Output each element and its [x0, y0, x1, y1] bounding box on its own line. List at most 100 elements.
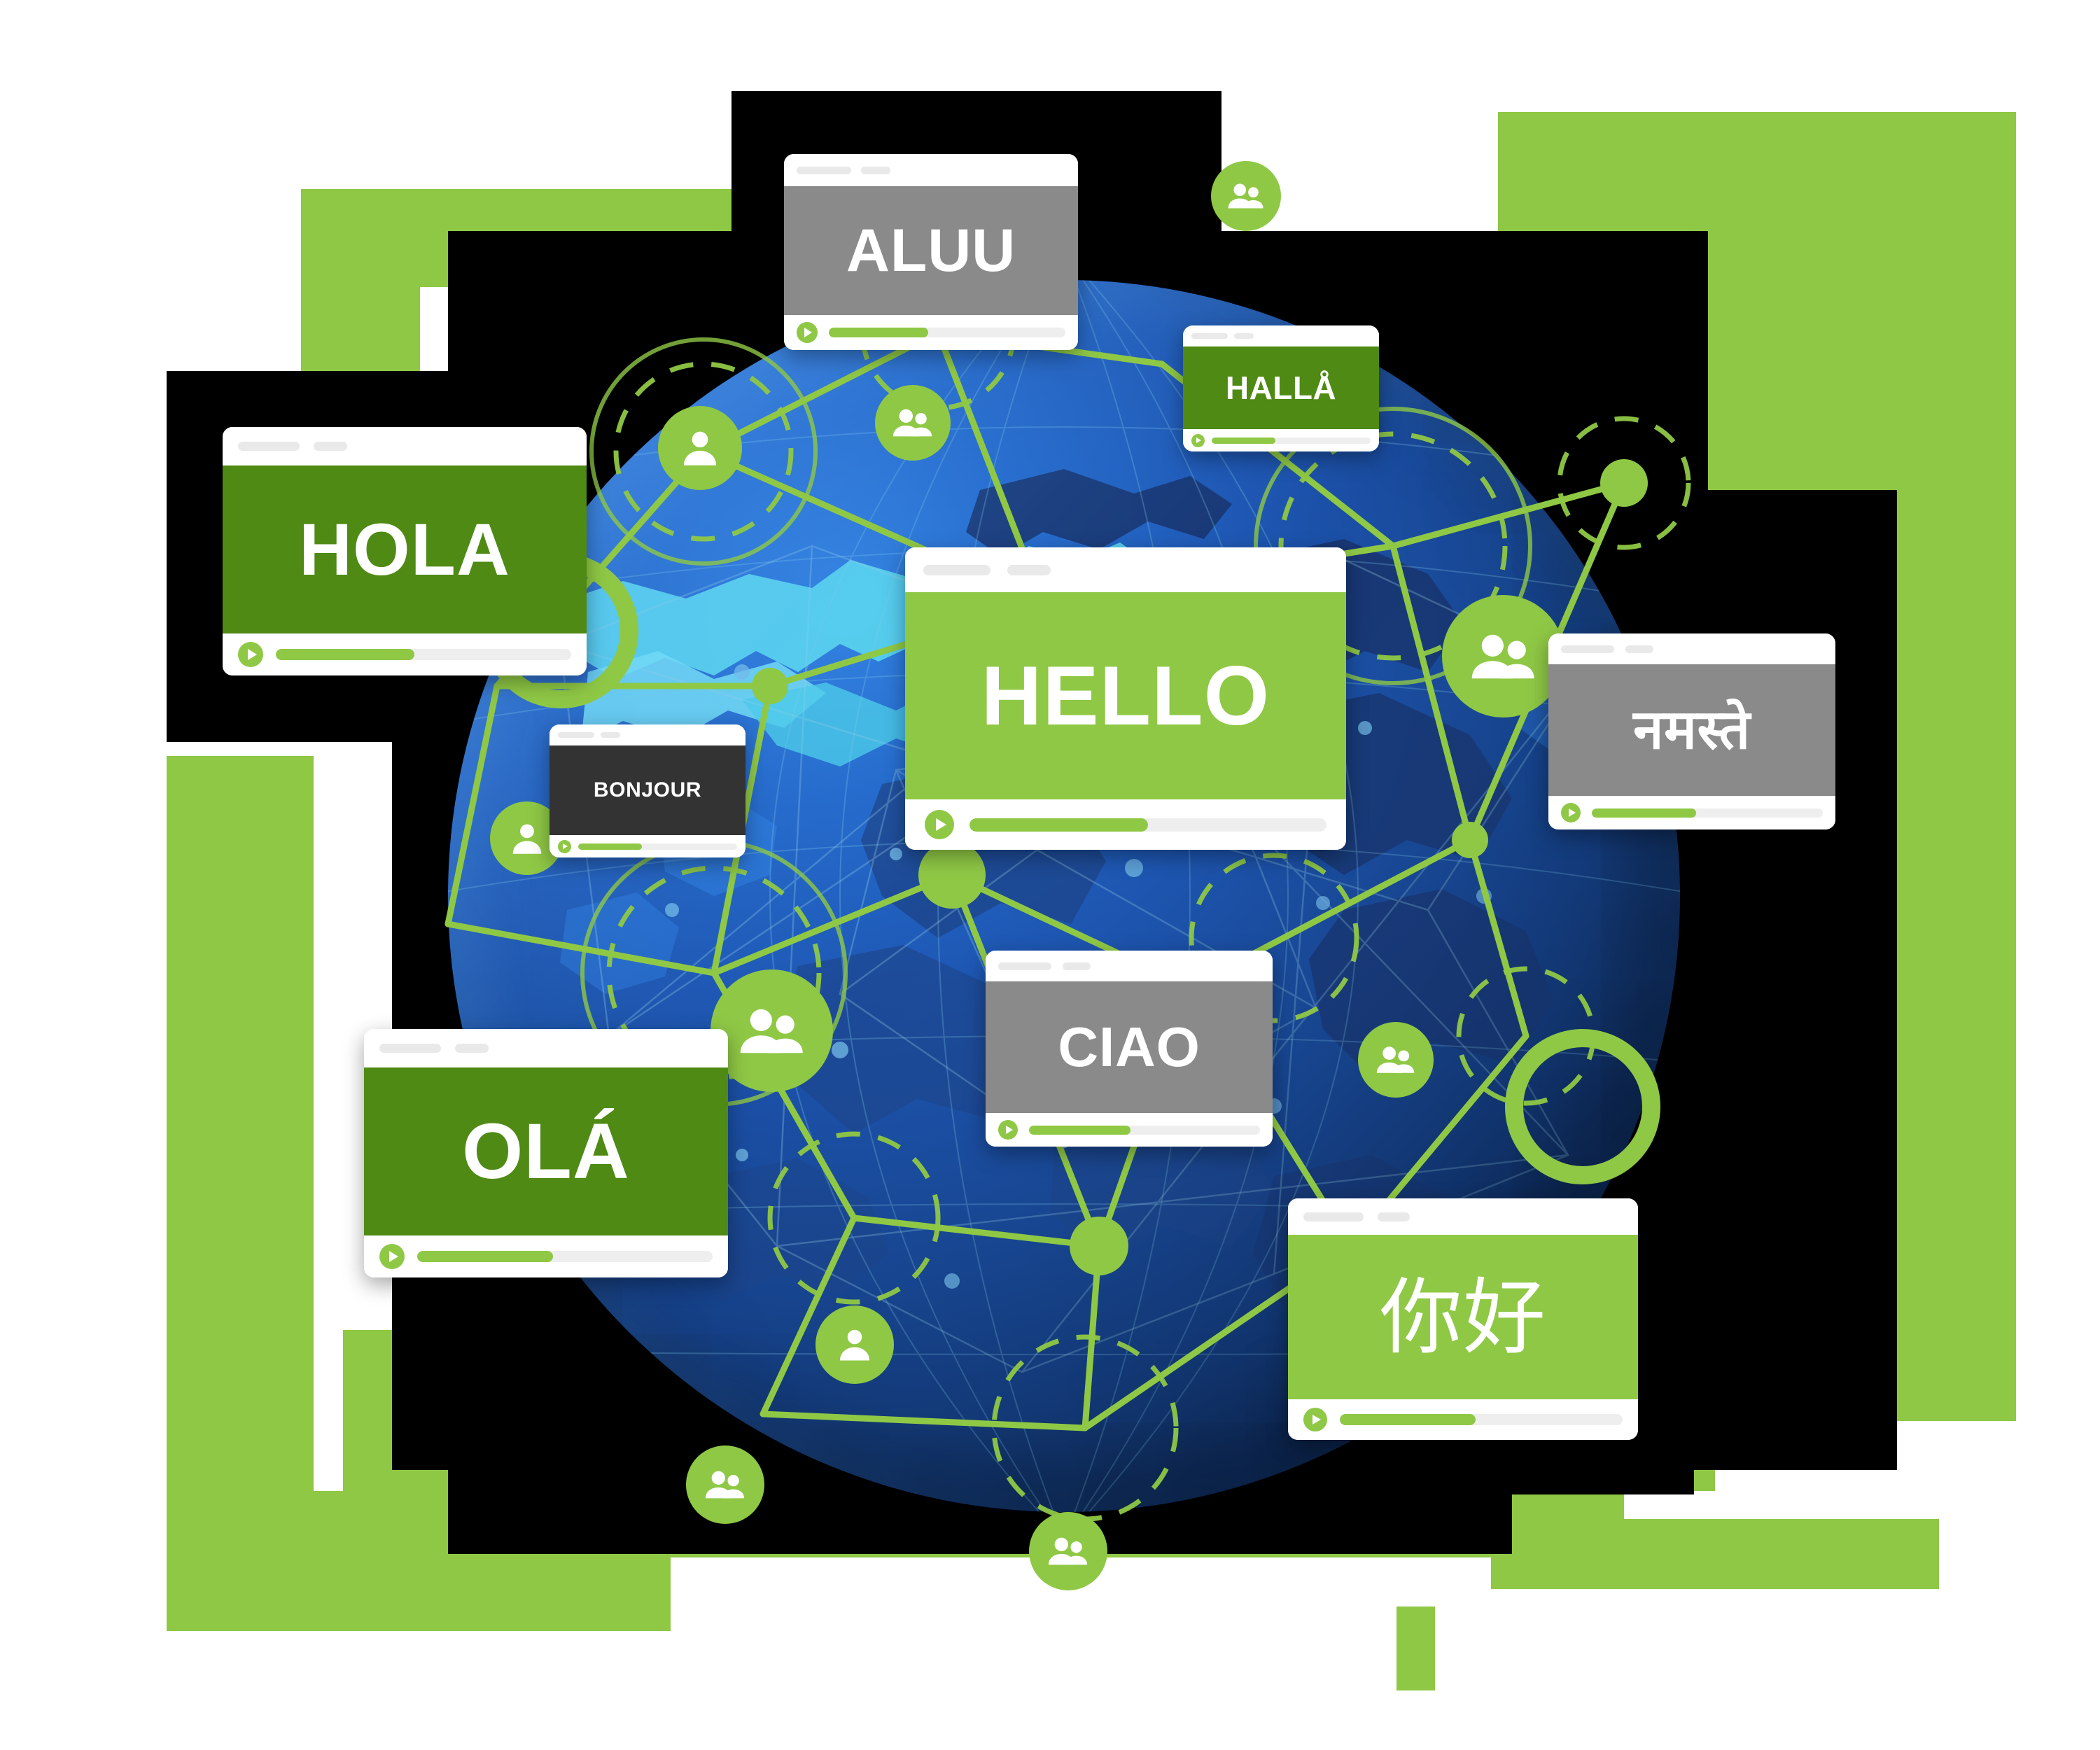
person-icon: [512, 823, 541, 854]
card-body: नमस्ते: [1548, 664, 1835, 796]
card-titlebar: [550, 724, 746, 746]
card-word: 你好: [1379, 1268, 1547, 1366]
progress-fill: [969, 818, 1148, 832]
person-badge-upper-left[interactable]: [658, 406, 742, 490]
group-badge-left-lower[interactable]: [710, 969, 833, 1092]
play-button[interactable]: [379, 1244, 405, 1269]
play-icon: [1196, 438, 1201, 443]
card-ola[interactable]: OLÁ: [364, 1029, 728, 1278]
card-footer: [1183, 429, 1379, 451]
card-word: HOLA: [299, 508, 510, 591]
card-footer: [550, 835, 746, 858]
card-titlebar: [1548, 634, 1835, 664]
titlebar-pill-short: [314, 442, 347, 451]
group-icon: [1228, 183, 1264, 209]
group-badge-bottom-left[interactable]: [686, 1446, 764, 1524]
titlebar-pill-long: [1191, 333, 1228, 339]
decor-green-block-bottom-strip: [1491, 1519, 1939, 1589]
card-word: HELLO: [981, 649, 1270, 743]
play-icon: [935, 818, 946, 831]
titlebar-pill-long: [923, 564, 990, 575]
person-badge-bottom-left[interactable]: [816, 1306, 894, 1384]
progress-track[interactable]: [829, 328, 1065, 337]
card-body: HALLÅ: [1183, 346, 1379, 429]
titlebar-pill-long: [998, 962, 1051, 970]
group-icon: [892, 409, 932, 437]
card-titlebar: [986, 951, 1273, 981]
card-body: HELLO: [905, 592, 1346, 799]
card-bonjour[interactable]: BONJOUR: [550, 724, 746, 858]
play-button[interactable]: [998, 1120, 1018, 1140]
group-badge-right[interactable]: [1442, 595, 1564, 718]
card-word: नमस्ते: [1633, 699, 1751, 762]
progress-fill: [1592, 808, 1696, 818]
play-button[interactable]: [797, 322, 818, 343]
play-button[interactable]: [925, 810, 954, 839]
ring-node-right[interactable]: [1505, 1029, 1660, 1184]
titlebar-pill-short: [1007, 564, 1051, 575]
card-body: OLÁ: [364, 1068, 728, 1236]
card-hola[interactable]: HOLA: [223, 427, 587, 676]
decor-green-block-left-edge: [1396, 1606, 1435, 1690]
card-word: ALUU: [846, 217, 1016, 284]
group-badge-bottom[interactable]: [1029, 1512, 1107, 1590]
group-badge-right-mid[interactable]: [1358, 1022, 1434, 1098]
progress-track[interactable]: [1212, 437, 1371, 444]
card-word: BONJOUR: [593, 778, 702, 802]
play-button[interactable]: [558, 839, 571, 853]
card-body: BONJOUR: [550, 746, 746, 835]
play-icon: [388, 1251, 398, 1262]
play-button[interactable]: [238, 642, 263, 667]
progress-fill: [1340, 1414, 1476, 1425]
card-footer: [1548, 796, 1835, 830]
progress-track[interactable]: [276, 649, 571, 660]
play-icon: [1005, 1126, 1013, 1134]
progress-fill: [417, 1251, 554, 1262]
card-titlebar: [1288, 1198, 1638, 1235]
group-icon: [1376, 1046, 1415, 1073]
progress-track[interactable]: [969, 818, 1326, 832]
progress-track[interactable]: [1592, 808, 1823, 818]
card-word: CIAO: [1058, 1016, 1200, 1078]
titlebar-pill-short: [1234, 333, 1254, 339]
titlebar-pill-short: [601, 732, 620, 738]
progress-fill: [829, 328, 928, 337]
card-footer: [364, 1236, 728, 1278]
play-button[interactable]: [1191, 433, 1205, 447]
card-footer: [905, 799, 1346, 850]
card-word: OLÁ: [462, 1107, 630, 1195]
card-halla[interactable]: HALLÅ: [1183, 326, 1379, 451]
play-icon: [563, 844, 568, 849]
play-icon: [804, 328, 812, 337]
titlebar-pill-long: [238, 442, 300, 451]
progress-track[interactable]: [417, 1251, 713, 1262]
card-namaste[interactable]: नमस्ते: [1548, 634, 1835, 830]
play-button[interactable]: [1303, 1408, 1327, 1432]
play-icon: [247, 649, 257, 660]
card-hello[interactable]: HELLO: [905, 547, 1346, 850]
progress-track[interactable]: [578, 843, 737, 850]
titlebar-pill-short: [861, 166, 890, 174]
progress-track[interactable]: [1340, 1414, 1623, 1425]
card-word: HALLÅ: [1225, 370, 1337, 406]
card-aluu[interactable]: ALUU: [784, 154, 1078, 350]
card-body: HOLA: [223, 465, 587, 634]
person-icon: [840, 1329, 869, 1361]
play-icon: [1568, 808, 1576, 817]
progress-fill: [276, 649, 415, 660]
person-icon: [683, 431, 717, 465]
titlebar-pill-long: [1303, 1212, 1364, 1222]
card-nihao[interactable]: 你好: [1288, 1198, 1638, 1440]
titlebar-pill-long: [558, 732, 594, 738]
progress-fill: [1029, 1125, 1131, 1135]
card-ciao[interactable]: CIAO: [986, 951, 1273, 1147]
group-badge-top-right-small[interactable]: [1211, 161, 1281, 231]
titlebar-pill-short: [1378, 1212, 1410, 1222]
card-body: ALUU: [784, 186, 1078, 315]
group-badge-top[interactable]: [875, 385, 951, 461]
progress-track[interactable]: [1029, 1125, 1260, 1135]
titlebar-pill-short: [1063, 962, 1091, 970]
play-button[interactable]: [1561, 803, 1581, 822]
card-titlebar: [784, 154, 1078, 186]
